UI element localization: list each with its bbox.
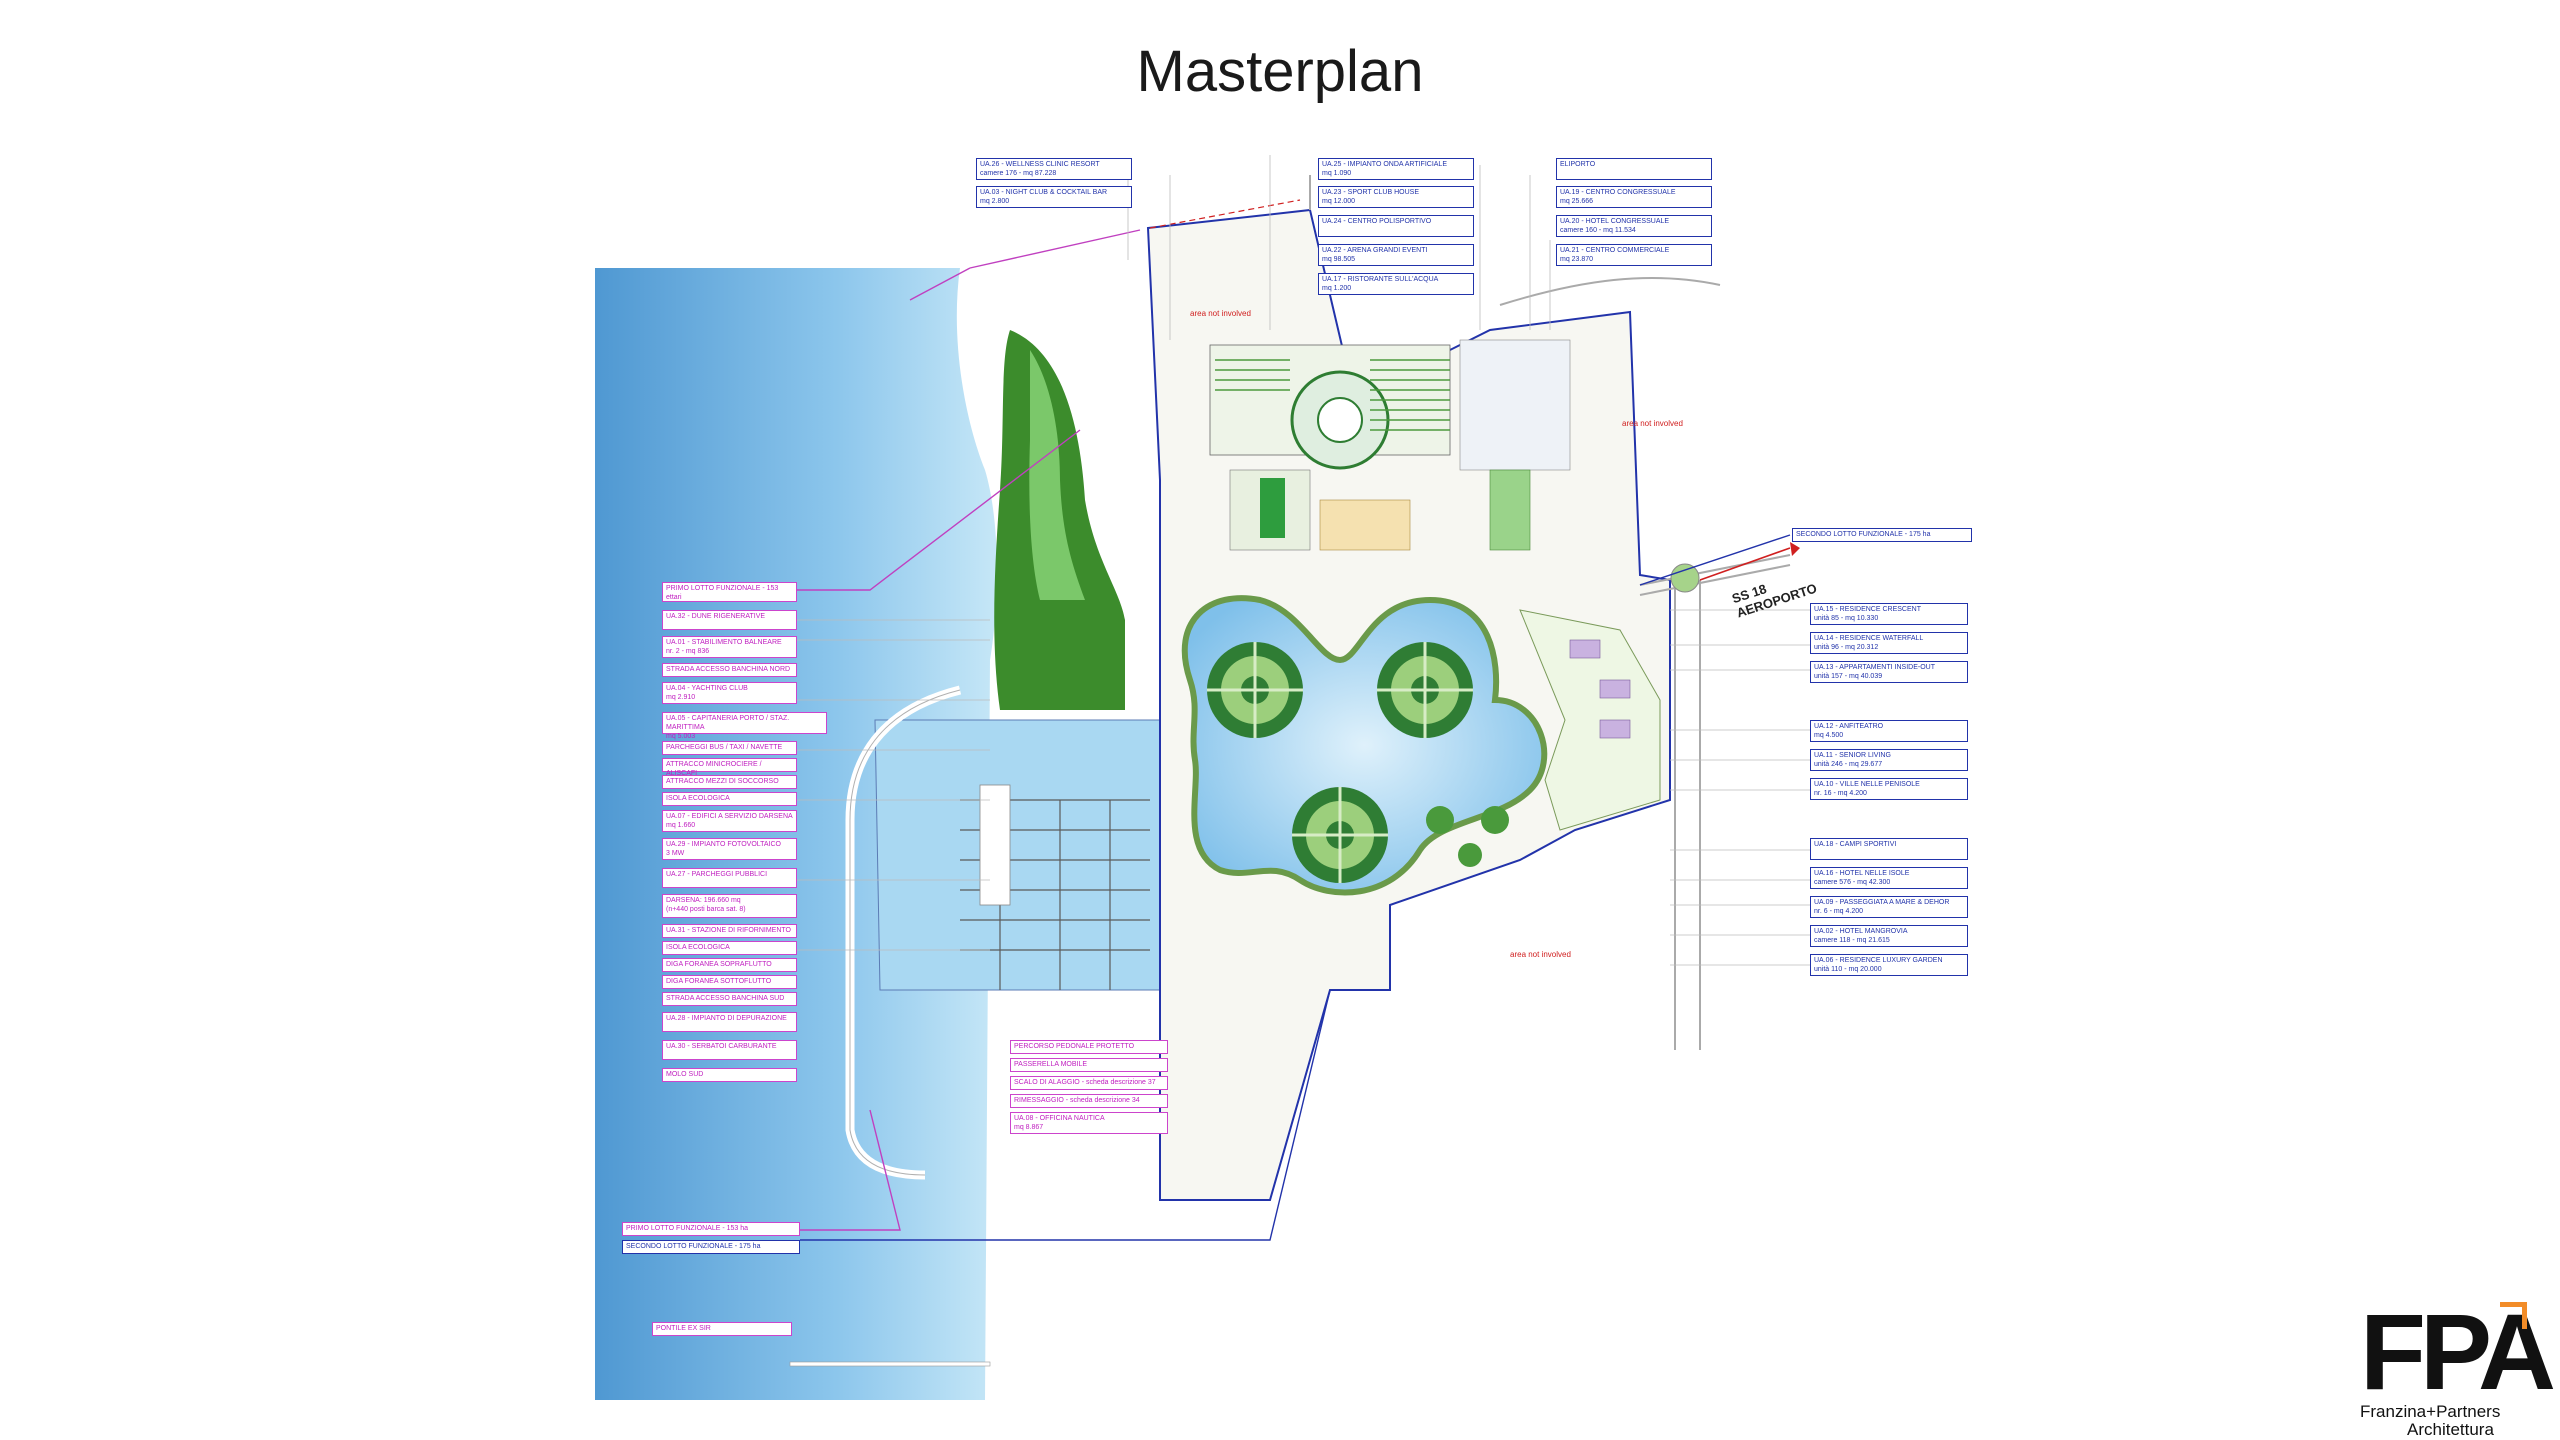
- label-ua03: UA.03 - NIGHT CLUB & COCKTAIL BAR mq 2.8…: [976, 186, 1132, 208]
- label-ua19: UA.19 - CENTRO CONGRESSUALE mq 25.666: [1556, 186, 1712, 208]
- label-ua25: UA.25 - IMPIANTO ONDA ARTIFICIALE mq 1.0…: [1318, 158, 1474, 180]
- logo-accent-corner: [2500, 1302, 2527, 1329]
- logo-line2: Architettura: [2407, 1420, 2494, 1439]
- label-ua31: UA.31 - STAZIONE DI RIFORNIMENTO: [662, 924, 797, 938]
- label-pontile: PONTILE EX SIR: [652, 1322, 792, 1336]
- label-ua09: UA.09 - PASSEGGIATA A MARE & DEHOR nr. 6…: [1810, 896, 1968, 918]
- label-strada-nord: STRADA ACCESSO BANCHINA NORD: [662, 663, 797, 677]
- label-scalo: SCALO DI ALAGGIO - scheda descrizione 37: [1010, 1076, 1168, 1090]
- parking-rows: [1215, 359, 1450, 431]
- label-parcheggi-bus: PARCHEGGI BUS / TAXI / NAVETTE: [662, 741, 797, 755]
- label-diga-sopra: DIGA FORANEA SOPRAFLUTTO: [662, 958, 797, 972]
- island-2: [1377, 642, 1473, 738]
- label-ua01: UA.01 - STABILIMENTO BALNEARE nr. 2 - mq…: [662, 636, 797, 658]
- label-ua30: UA.30 - SERBATOI CARBURANTE: [662, 1040, 797, 1060]
- pontile: [789, 1361, 991, 1367]
- label-ua11: UA.11 - SENIOR LIVING unità 246 - mq 29.…: [1810, 749, 1968, 771]
- label-ua06: UA.06 - RESIDENCE LUXURY GARDEN unità 11…: [1810, 954, 1968, 976]
- label-rimessaggio: RIMESSAGGIO - scheda descrizione 34: [1010, 1094, 1168, 1108]
- label-diga-sotto: DIGA FORANEA SOTTOFLUTTO: [662, 975, 797, 989]
- label-ua24: UA.24 - CENTRO POLISPORTIVO: [1318, 215, 1474, 237]
- sea: [595, 268, 997, 1400]
- label-ua21: UA.21 - CENTRO COMMERCIALE mq 23.870: [1556, 244, 1712, 266]
- label-secondo-lotto-2: SECONDO LOTTO FUNZIONALE - 175 ha: [622, 1240, 800, 1254]
- note-area-not-involved-1: area not involved: [1190, 309, 1251, 318]
- label-percorso: PERCORSO PEDONALE PROTETTO: [1010, 1040, 1168, 1054]
- roads-east: [1309, 175, 1791, 1050]
- label-ua15: UA.15 - RESIDENCE CRESCENT unità 85 - mq…: [1810, 603, 1968, 625]
- label-ua22: UA.22 - ARENA GRANDI EVENTI mq 98.505: [1318, 244, 1474, 266]
- label-ua04: UA.04 - YACHTING CLUB mq 2.910: [662, 682, 797, 704]
- residential-east: [1519, 609, 1661, 831]
- label-ua29: UA.29 - IMPIANTO FOTOVOLTAICO 3 MW: [662, 838, 797, 860]
- label-attracco-soccorso: ATTRACCO MEZZI DI SOCCORSO: [662, 775, 797, 789]
- label-eliporto: ELIPORTO: [1556, 158, 1712, 180]
- label-molo-sud: MOLO SUD: [662, 1068, 797, 1082]
- label-secondo-lotto: SECONDO LOTTO FUNZIONALE - 175 ha: [1792, 528, 1972, 542]
- label-primo-lotto: PRIMO LOTTO FUNZIONALE - 153 ettari: [662, 582, 797, 602]
- label-ua16: UA.16 - HOTEL NELLE ISOLE camere 576 - m…: [1810, 867, 1968, 889]
- label-attracco-mini: ATTRACCO MINICROCIERE / ALISCAFI: [662, 758, 797, 777]
- roundabout: [1670, 563, 1700, 593]
- label-ua08: UA.08 - OFFICINA NAUTICA mq 8.867: [1010, 1112, 1168, 1134]
- label-ua27: UA.27 - PARCHEGGI PUBBLICI: [662, 868, 797, 888]
- label-passerella: PASSERELLA MOBILE: [1010, 1058, 1168, 1072]
- logo-line1: Franzina+Partners: [2360, 1402, 2501, 1421]
- label-isola-eco-1: ISOLA ECOLOGICA: [662, 792, 797, 806]
- label-ua18: UA.18 - CAMPI SPORTIVI: [1810, 838, 1968, 860]
- label-ua12: UA.12 - ANFITEATRO mq 4.500: [1810, 720, 1968, 742]
- label-ua26: UA.26 - WELLNESS CLINIC RESORT camere 17…: [976, 158, 1132, 180]
- label-ua05: UA.05 - CAPITANERIA PORTO / STAZ. MARITT…: [662, 712, 827, 740]
- label-ua17: UA.17 - RISTORANTE SULL'ACQUA mq 1.200: [1318, 273, 1474, 295]
- label-ua10: UA.10 - VILLE NELLE PENISOLE nr. 16 - mq…: [1810, 778, 1968, 800]
- label-ua23: UA.23 - SPORT CLUB HOUSE mq 12.000: [1318, 186, 1474, 208]
- island-3: [1292, 787, 1388, 883]
- label-darsena: DARSENA: 196.660 mq (n+440 posti barca s…: [662, 894, 797, 918]
- label-strada-sud: STRADA ACCESSO BANCHINA SUD: [662, 992, 797, 1006]
- label-primo-lotto-2: PRIMO LOTTO FUNZIONALE - 153 ha: [622, 1222, 800, 1236]
- label-ua32: UA.32 - DUNE RIGENERATIVE: [662, 610, 797, 630]
- label-ua14: UA.14 - RESIDENCE WATERFALL unità 96 - m…: [1810, 632, 1968, 654]
- island-1: [1207, 642, 1303, 738]
- label-ua07: UA.07 - EDIFICI A SERVIZIO DARSENA mq 1.…: [662, 810, 797, 832]
- label-isola-eco-2: ISOLA ECOLOGICA: [662, 941, 797, 955]
- note-area-not-involved-3: area not involved: [1510, 950, 1571, 959]
- label-ua13: UA.13 - APPARTAMENTI INSIDE-OUT unità 15…: [1810, 661, 1968, 683]
- slide-title: Masterplan: [1136, 39, 1424, 104]
- label-ua28: UA.28 - IMPIANTO DI DEPURAZIONE: [662, 1012, 797, 1032]
- label-ua20: UA.20 - HOTEL CONGRESSUALE camere 160 - …: [1556, 215, 1712, 237]
- fpa-logo: FPA Franzina+Partners Architettura: [2360, 1298, 2556, 1440]
- label-ua02: UA.02 - HOTEL MANGROVIA camere 118 - mq …: [1810, 925, 1968, 947]
- note-area-not-involved-2: area not involved: [1622, 419, 1683, 428]
